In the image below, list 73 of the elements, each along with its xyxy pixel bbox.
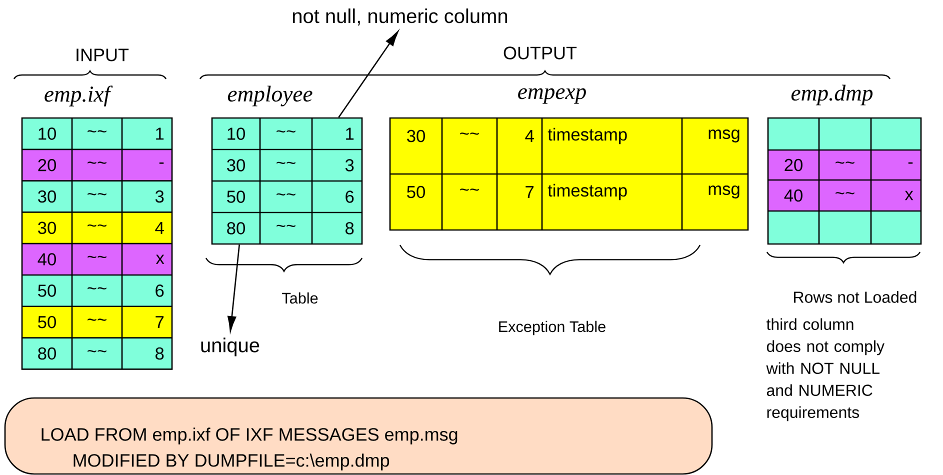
table-cell: msg [708, 130, 740, 142]
table-cell: 80 [227, 222, 245, 234]
table-cell: 7 [526, 186, 534, 198]
table-cell: ~~ [836, 162, 854, 164]
table-cell: 40 [38, 253, 56, 266]
arrow [338, 31, 398, 118]
table-cell: 7 [156, 316, 164, 328]
table-cell: 10 [228, 128, 245, 140]
command-line: LOAD FROM emp.ixf OF IXF MESSAGES emp.msg [42, 428, 458, 444]
table-cell: - [159, 162, 164, 164]
table-cell: 6 [346, 190, 354, 203]
table-cell: ~~ [88, 162, 106, 164]
table-cell: 50 [38, 316, 56, 328]
data-table [389, 88, 749, 231]
table-cell: 50 [227, 190, 245, 203]
command-line: MODIFIED BY DUMPFILE=c:\emp.dmp [74, 454, 390, 470]
table-cell: 1 [346, 128, 354, 140]
table-cell: 3 [155, 190, 164, 203]
section-label: OUTPUT [504, 46, 577, 60]
table-cell: 50 [407, 186, 425, 198]
table-cell: 20 [784, 158, 802, 172]
table-cell: 8 [156, 347, 164, 360]
data-table [21, 86, 173, 370]
table-cell: ~~ [88, 130, 106, 132]
table-cell: ~~ [88, 318, 106, 321]
table-cell: 80 [38, 347, 56, 360]
table-cell: 30 [407, 130, 425, 142]
arrow [228, 244, 240, 332]
table-cell: ~~ [88, 350, 106, 352]
table-cell: ~~ [276, 224, 296, 227]
brace-label: Rows not Loaded [794, 291, 916, 303]
table-cell: 6 [156, 284, 164, 297]
table-cell: 1 [156, 128, 164, 140]
table-title: employee [228, 86, 312, 106]
table-cell: ~~ [836, 192, 854, 194]
table-cell: 8 [346, 222, 354, 234]
annotation-text: not null, numeric column [292, 8, 508, 26]
table-cell: x [156, 254, 164, 264]
table-cell: ~~ [88, 287, 106, 290]
table-cell: - [908, 162, 913, 164]
note-text: third column does not comply with NOT NULL and NUMERIC requirements [766, 318, 884, 422]
table-cell: timestamp [548, 128, 627, 144]
table-cell: ~~ [88, 193, 106, 196]
table-cell: 4 [155, 222, 164, 234]
brace-label: Exception Table [499, 320, 606, 336]
table-title: emp.ixf [44, 86, 113, 106]
table-cell: 3 [345, 159, 354, 172]
table-cell: 20 [38, 158, 56, 172]
table-cell: ~~ [88, 256, 106, 258]
section-label: INPUT [76, 48, 129, 62]
table-cell: ~~ [460, 188, 479, 191]
table-cell: 50 [38, 284, 56, 297]
table-title: emp.dmp [791, 84, 873, 106]
table-cell: ~~ [460, 132, 479, 135]
table-cell: 4 [525, 130, 534, 142]
table-cell: 10 [38, 128, 56, 140]
table-cell: 30 [227, 159, 245, 172]
data-table [767, 84, 922, 245]
table-cell: 30 [38, 222, 56, 234]
table-cell: x [904, 190, 914, 200]
annotation-text: unique [201, 338, 260, 356]
brace-label: Table [282, 292, 318, 304]
data-table [211, 86, 363, 245]
table-cell: ~~ [276, 193, 296, 196]
table-cell: ~~ [88, 224, 106, 227]
table-cell: 30 [38, 190, 56, 203]
table-cell: timestamp [548, 184, 627, 200]
table-cell: ~~ [276, 130, 296, 132]
command-box [4, 397, 713, 475]
table-cell: ~~ [276, 162, 296, 164]
table-cell: 40 [784, 189, 802, 202]
table-title: empexp [518, 88, 586, 104]
table-cell: msg [708, 186, 740, 198]
